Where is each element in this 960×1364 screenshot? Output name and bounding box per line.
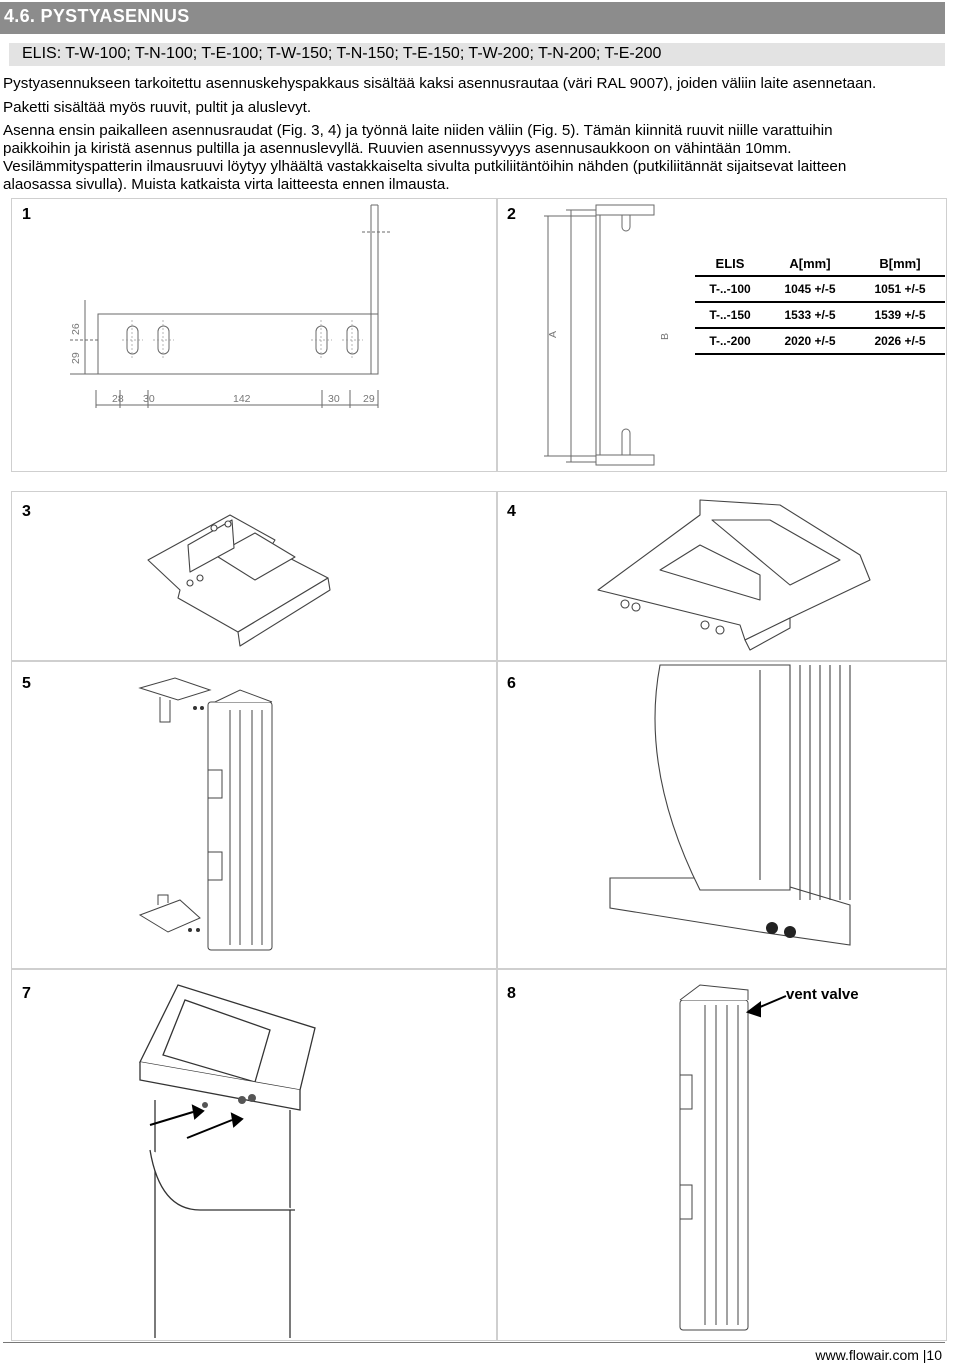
table-cell: 1539 +/-5 — [855, 302, 945, 329]
table-header: ELIS — [695, 251, 765, 277]
table-cell: 1045 +/-5 — [765, 276, 855, 303]
table-cell: T-..-150 — [695, 302, 765, 329]
dim-label: 30 — [143, 393, 155, 405]
table-row: T-..-150 1533 +/-5 1539 +/-5 — [695, 302, 945, 329]
table-cell: T-..-200 — [695, 328, 765, 355]
paragraph-line: Vesilämmityspatterin ilmausruuvi löytyy … — [3, 158, 847, 175]
dim-label: 26 — [70, 323, 82, 335]
model-list: ELIS: T-W-100; T-N-100; T-E-100; T-W-150… — [22, 45, 662, 62]
paragraph-line: paikkoihin ja kiristä asennus pultilla j… — [3, 140, 792, 157]
paragraph-line: alaosassa sivulla). Muista katkaista vir… — [3, 176, 450, 193]
dim-label-b: B — [659, 333, 671, 340]
dim-label-a: A — [547, 331, 559, 338]
table-row: T-..-100 1045 +/-5 1051 +/-5 — [695, 276, 945, 303]
dim-label: 28 — [112, 393, 124, 405]
footer-text: www.flowair.com |10 — [815, 1347, 942, 1363]
table-cell: T-..-100 — [695, 276, 765, 303]
figure-number: 1 — [22, 206, 31, 223]
dim-label: 142 — [233, 393, 251, 405]
figure-number: 6 — [507, 675, 516, 692]
figure-number: 8 — [507, 985, 516, 1002]
dim-label: 30 — [328, 393, 340, 405]
figure-number: 3 — [22, 503, 31, 520]
figure-number: 4 — [507, 503, 516, 520]
table-cell: 2020 +/-5 — [765, 328, 855, 355]
fig1-bracket-drawing: 29 26 28 30 142 30 29 A B — [70, 204, 671, 466]
model-list-bar: ELIS: T-W-100; T-N-100; T-E-100; T-W-150… — [9, 43, 945, 66]
paragraph-line: Pystyasennukseen tarkoitettu asennuskehy… — [3, 75, 877, 92]
paragraph-line: Asenna ensin paikalleen asennusraudat (F… — [3, 122, 833, 139]
dimension-table: ELIS A[mm] B[mm] T-..-100 1045 +/-5 1051… — [695, 251, 945, 355]
table-cell: 1533 +/-5 — [765, 302, 855, 329]
paragraph-line: Paketti sisältää myös ruuvit, pultit ja … — [3, 99, 312, 116]
figure-number: 7 — [22, 985, 31, 1002]
table-cell: 1051 +/-5 — [855, 276, 945, 303]
fig6-unit-closeup — [609, 664, 851, 946]
figure-number: 2 — [507, 206, 516, 223]
table-cell: 2026 +/-5 — [855, 328, 945, 355]
vent-valve-label: vent valve — [786, 986, 859, 1003]
fig3-4-bracket-isometric — [147, 499, 871, 651]
section-title: 4.6. PYSTYASENNUS — [4, 6, 190, 26]
fig5-unit-with-brackets — [138, 677, 273, 951]
dim-label: 29 — [363, 393, 375, 405]
figure-number: 5 — [22, 675, 31, 692]
section-header: 4.6. PYSTYASENNUS — [0, 2, 945, 34]
figure-panel-1 — [11, 198, 497, 472]
table-row: T-..-200 2020 +/-5 2026 +/-5 — [695, 328, 945, 355]
table-header: A[mm] — [765, 251, 855, 277]
footer-divider — [3, 1342, 945, 1343]
dim-label: 29 — [70, 352, 82, 364]
table-header: B[mm] — [855, 251, 945, 277]
table-header-row: ELIS A[mm] B[mm] — [695, 251, 945, 277]
